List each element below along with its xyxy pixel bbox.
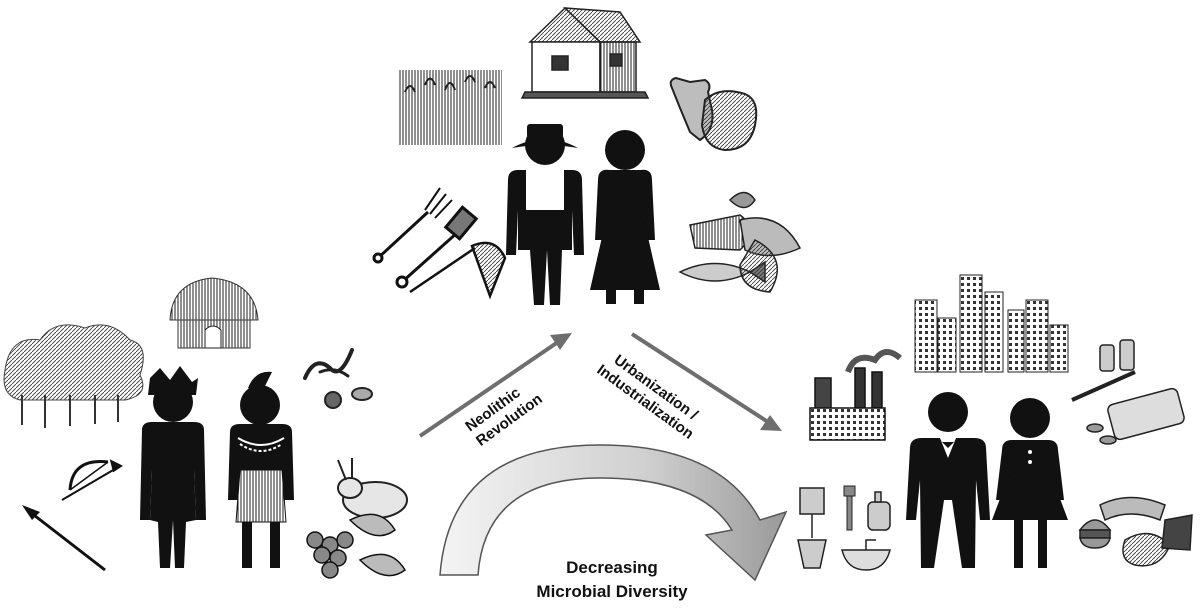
neolithic-label: Neolithic Revolution <box>462 384 545 450</box>
neolithic-arrow <box>418 333 572 438</box>
urban-female-figure <box>992 398 1068 568</box>
farmhouse-icon <box>520 6 650 99</box>
berries-icon <box>306 513 406 579</box>
urban-stage <box>797 274 1193 571</box>
forest-icon <box>3 324 144 428</box>
cattle-icon <box>669 76 758 152</box>
urbanization-label: Urbanization / Industrialization <box>594 351 702 442</box>
thatched-hut-icon <box>169 277 259 349</box>
soap-icon <box>867 491 891 531</box>
decreasing-diversity-arrow <box>439 444 788 582</box>
urbanization-arrow <box>630 332 782 431</box>
diversity-label-line2: Microbial Diversity <box>536 582 688 601</box>
wheat-field-icon <box>398 70 502 145</box>
fast-food-icon <box>1078 496 1193 567</box>
diversity-label-line1: Decreasing <box>566 558 658 577</box>
toilet-icon <box>797 487 827 569</box>
pitchfork-icon <box>372 187 453 264</box>
hunter-female-figure <box>228 371 294 568</box>
toothbrush-icon <box>843 485 856 531</box>
bow-arrow-icon <box>61 459 123 501</box>
vegetables-fish-icon <box>678 191 802 293</box>
net-icon <box>409 241 507 300</box>
shovel-icon <box>395 205 479 289</box>
hunter-gatherer-stage <box>3 277 408 579</box>
hunter-male-figure <box>140 366 206 568</box>
factory-icon <box>809 349 902 441</box>
medicine-icon <box>1071 339 1185 445</box>
sink-icon <box>841 539 891 571</box>
rabbit-icon <box>337 458 408 519</box>
farmer-female-figure <box>590 130 660 304</box>
worms-icon <box>303 348 373 409</box>
farmer-stage <box>372 6 802 305</box>
decreasing-diversity-label: Decreasing Microbial Diversity <box>536 558 688 601</box>
spear-icon <box>22 505 106 572</box>
urban-male-figure <box>906 392 990 568</box>
skyscrapers-icon <box>914 274 1069 373</box>
farmer-male-figure <box>506 124 584 305</box>
